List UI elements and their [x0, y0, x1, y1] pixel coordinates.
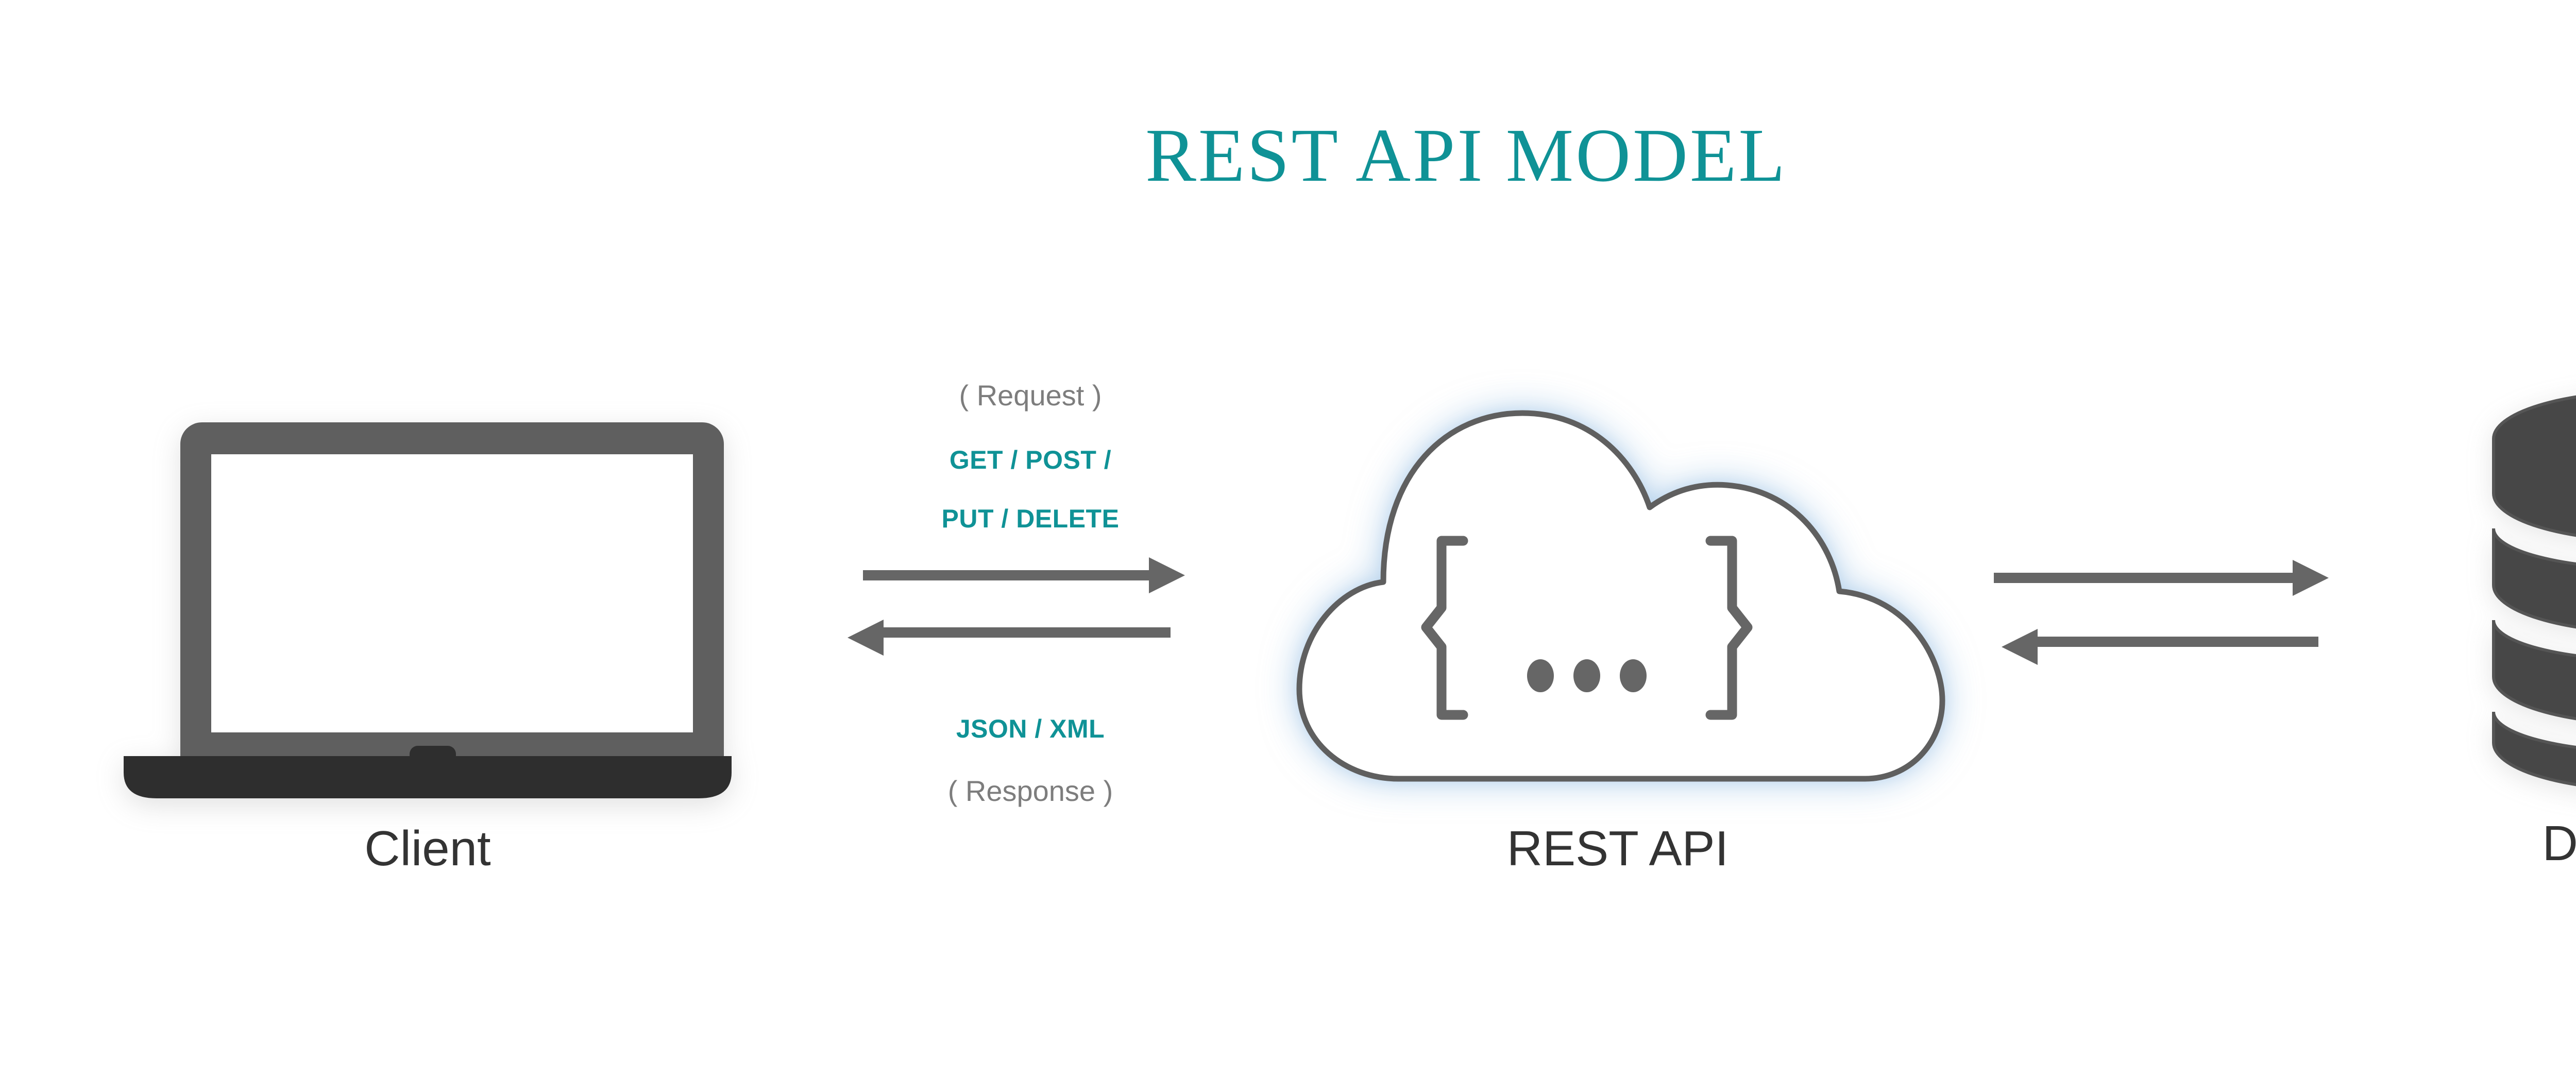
request-methods-line-1: GET / POST /	[949, 446, 1112, 474]
node-label-database: Database	[2542, 816, 2576, 871]
connector-client-to-api: ( Request ) GET / POST / PUT / DELETE JS…	[824, 361, 1236, 806]
request-paren-label: ( Request )	[959, 379, 1102, 412]
cloud-icon	[1296, 410, 1945, 782]
connector-api-to-database	[1994, 551, 2406, 685]
laptop-icon	[124, 422, 732, 798]
node-label-rest-api: REST API	[1506, 821, 1729, 876]
response-format-label: JSON / XML	[956, 714, 1105, 743]
request-response-arrows	[848, 557, 1185, 656]
database-icon	[2492, 395, 2576, 786]
node-label-client: Client	[364, 821, 491, 876]
response-paren-label: ( Response )	[947, 775, 1113, 807]
arrow-left-icon	[2002, 629, 2318, 665]
node-database[interactable]	[2452, 391, 2576, 793]
curly-braces-glyph	[1421, 536, 1753, 720]
api-database-arrows	[1994, 560, 2329, 665]
node-client[interactable]	[93, 391, 762, 803]
page-title: REST API MODEL	[1145, 113, 1787, 198]
node-rest-api[interactable]	[1278, 381, 1958, 793]
ellipsis-dots	[1527, 659, 1647, 692]
request-methods-line-2: PUT / DELETE	[941, 504, 1120, 533]
arrow-left-icon	[848, 620, 1171, 656]
arrow-right-icon	[1994, 560, 2329, 596]
arrow-right-icon	[863, 557, 1185, 593]
